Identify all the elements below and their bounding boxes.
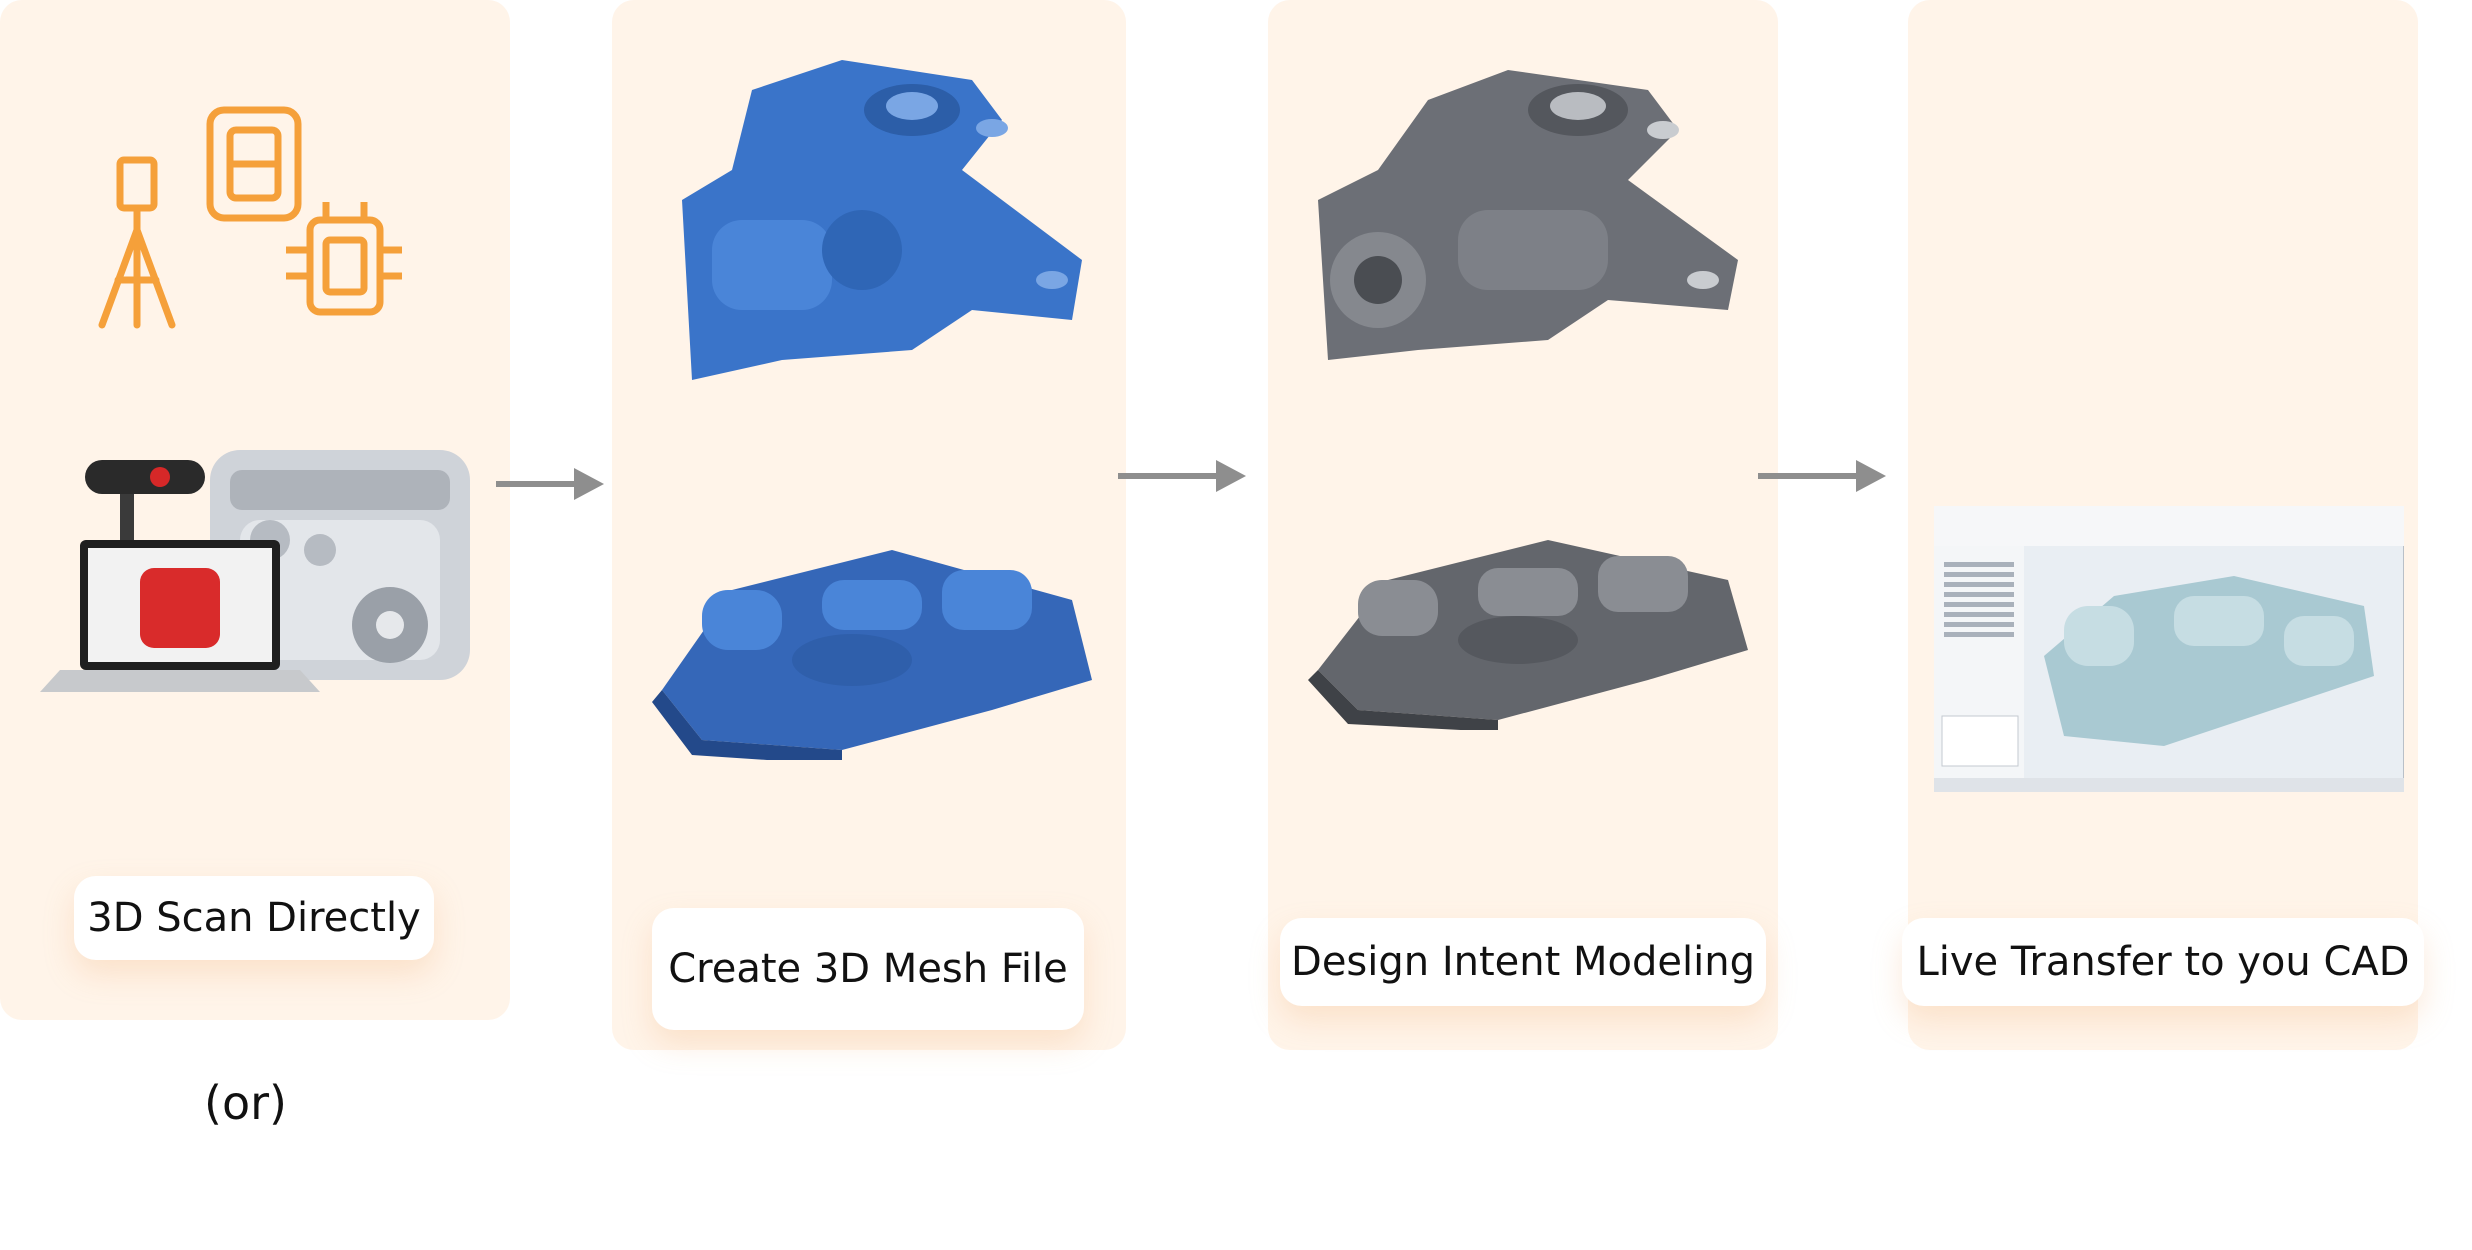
step-panel-mesh: Create 3D Mesh File <box>612 0 1126 1050</box>
arrow-right-icon <box>496 468 604 500</box>
gray-cad-housing-illustration <box>1318 70 1738 360</box>
scanner-icons-illustration <box>98 106 402 329</box>
blue-mesh-mold-illustration <box>652 550 1092 760</box>
step-panel-cad: Live Transfer to you CAD <box>1902 0 2424 1050</box>
step-label-mesh: Create 3D Mesh File <box>652 908 1084 1030</box>
or-text: (or) <box>204 1076 287 1130</box>
clamp-scanner-icon <box>286 202 402 316</box>
cad-software-screenshot <box>1934 506 2404 792</box>
step-label-modeling: Design Intent Modeling <box>1280 918 1766 1006</box>
tripod-scanner-icon <box>98 156 176 329</box>
step-panel-modeling: Design Intent Modeling <box>1268 0 1778 1050</box>
arrow-right-icon <box>1118 460 1246 492</box>
step-label-scan: 3D Scan Directly <box>74 876 434 960</box>
handheld-scanner-icon <box>206 106 302 222</box>
engine-laptop-scan-illustration <box>40 450 470 692</box>
blue-mesh-housing-illustration <box>682 60 1082 380</box>
gray-cad-mold-illustration <box>1308 540 1748 730</box>
step-panel-scan: 3D Scan Directly <box>0 0 510 1020</box>
step-label-cad: Live Transfer to you CAD <box>1902 918 2424 1006</box>
arrow-right-icon <box>1758 460 1886 492</box>
